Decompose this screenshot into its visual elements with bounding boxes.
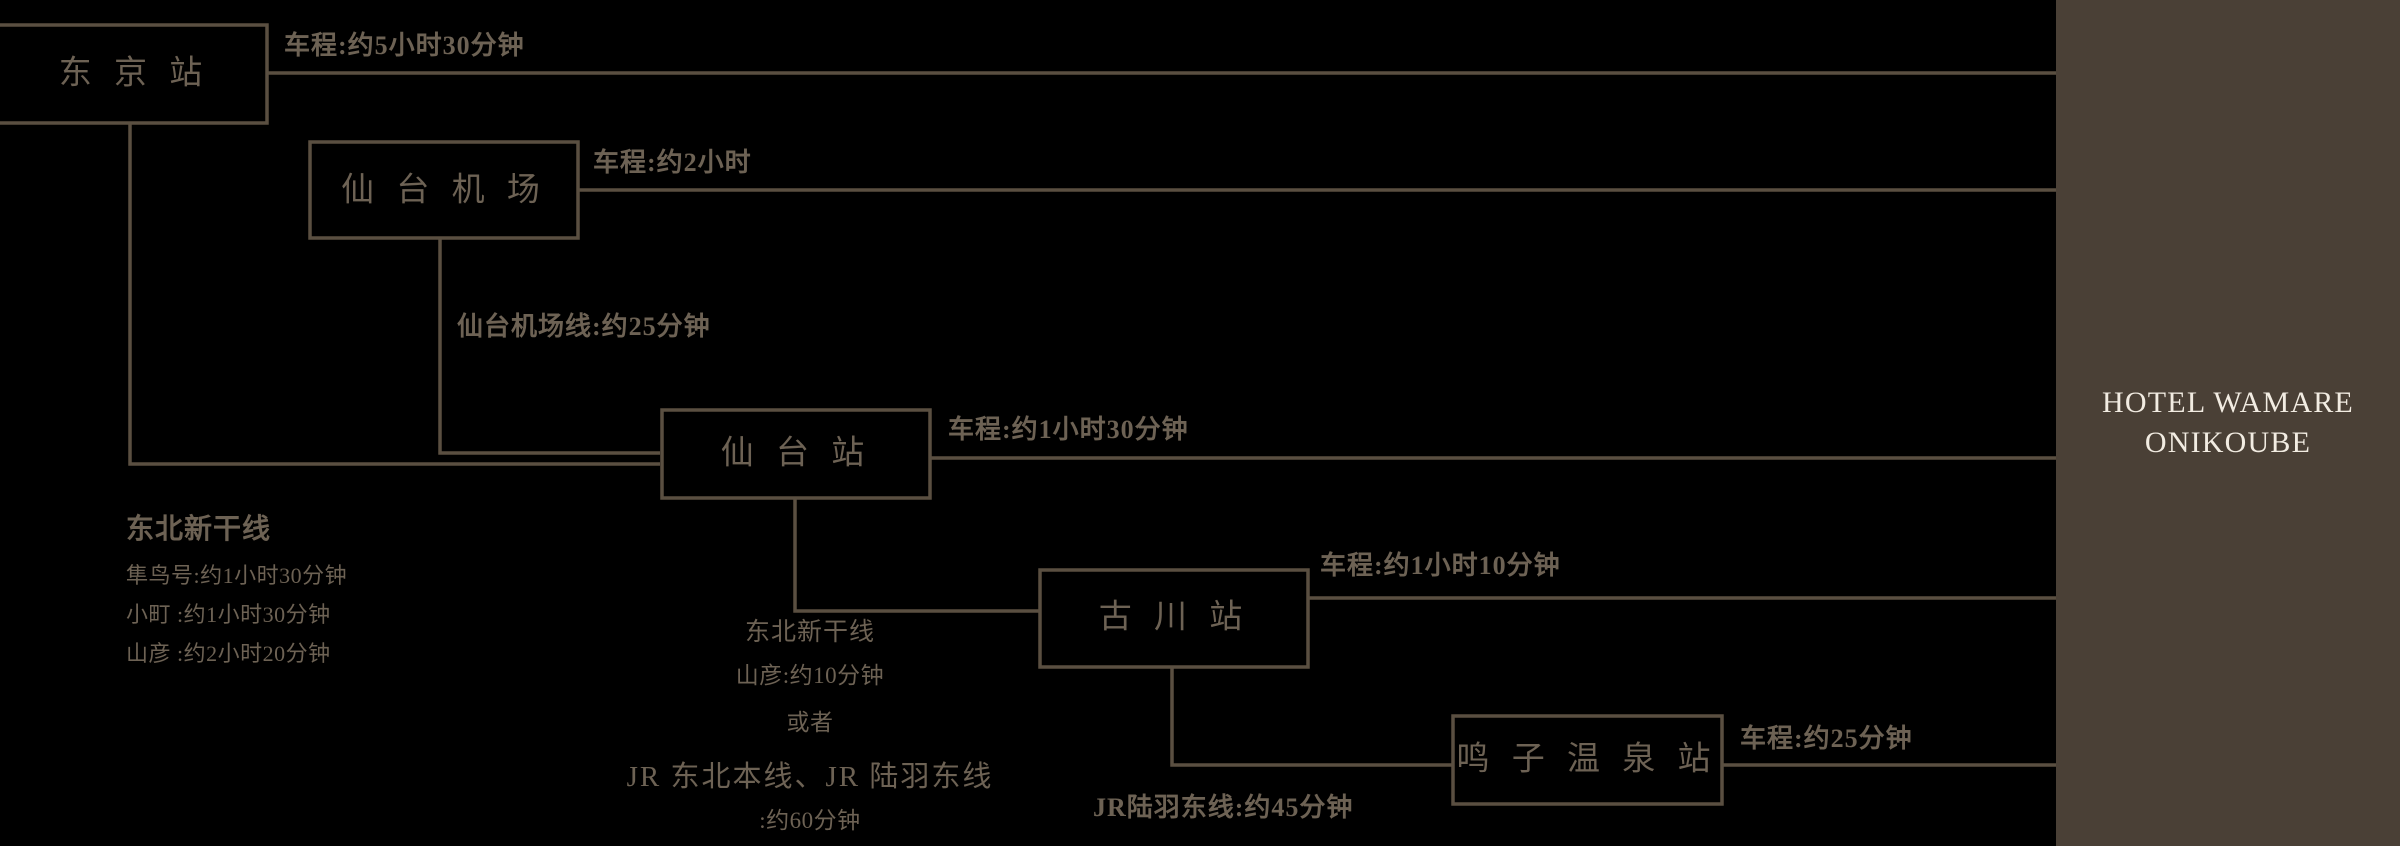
line-furukawa-to-naruko [1170,667,1452,767]
line-sendai-airport-to-sendai [438,238,660,455]
route-label-furukawa-to-hotel: 车程:约1小时10分钟 [1320,550,1561,580]
sendai-furukawa-line3: :约60分钟 [759,808,860,833]
hotel-panel: HOTEL WAMARE ONIKOUBE [2056,0,2400,846]
station-label-tokyo: 东 京 站 [59,55,210,92]
station-box-furukawa[interactable] [1038,568,1310,669]
shinkansen-block-title: 东北新干线 [126,512,271,545]
station-label-naruko: 鸣 子 温 泉 站 [1457,741,1718,778]
route-label-naruko-to-hotel: 车程:约25分钟 [1740,723,1913,753]
station-label-furukawa: 古 川 站 [1099,599,1250,636]
route-label-tokyo-to-hotel: 车程:约5小时30分钟 [284,30,525,60]
hotel-name: HOTEL WAMARE ONIKOUBE [2102,385,2354,460]
sendai-furukawa-title: 东北新干线 [745,618,875,646]
sendai-furukawa-or: 或者 [787,710,834,735]
route-label-sendai-airport-to-hotel: 车程:约2小时 [593,147,752,177]
station-box-sendai-airport[interactable] [308,140,580,240]
station-box-tokyo[interactable] [0,23,269,125]
shinkansen-row-1: 小町 :约1小时30分钟 [126,602,331,627]
line-tokyo-to-sendai [128,123,660,466]
station-box-naruko[interactable] [1451,714,1724,806]
route-label-furukawa-to-naruko: JR陆羽东线:约45分钟 [1093,792,1353,822]
route-label-sendai-to-hotel: 车程:约1小时30分钟 [948,414,1189,444]
route-label-sendai-airport-to-sendai: 仙台机场线:约25分钟 [457,311,711,341]
station-box-sendai[interactable] [660,408,932,500]
shinkansen-row-2: 山彦 :约2小时20分钟 [126,641,331,666]
line-sendai-to-furukawa [793,498,1039,613]
station-label-sendai: 仙 台 站 [721,435,872,472]
station-label-sendai-airport: 仙 台 机 场 [341,172,547,209]
shinkansen-row-0: 隼鸟号:约1小时30分钟 [126,563,347,588]
sendai-furukawa-line1: 山彦:约10分钟 [736,663,884,688]
sendai-furukawa-line2: JR 东北本线、JR 陆羽东线 [627,760,994,793]
